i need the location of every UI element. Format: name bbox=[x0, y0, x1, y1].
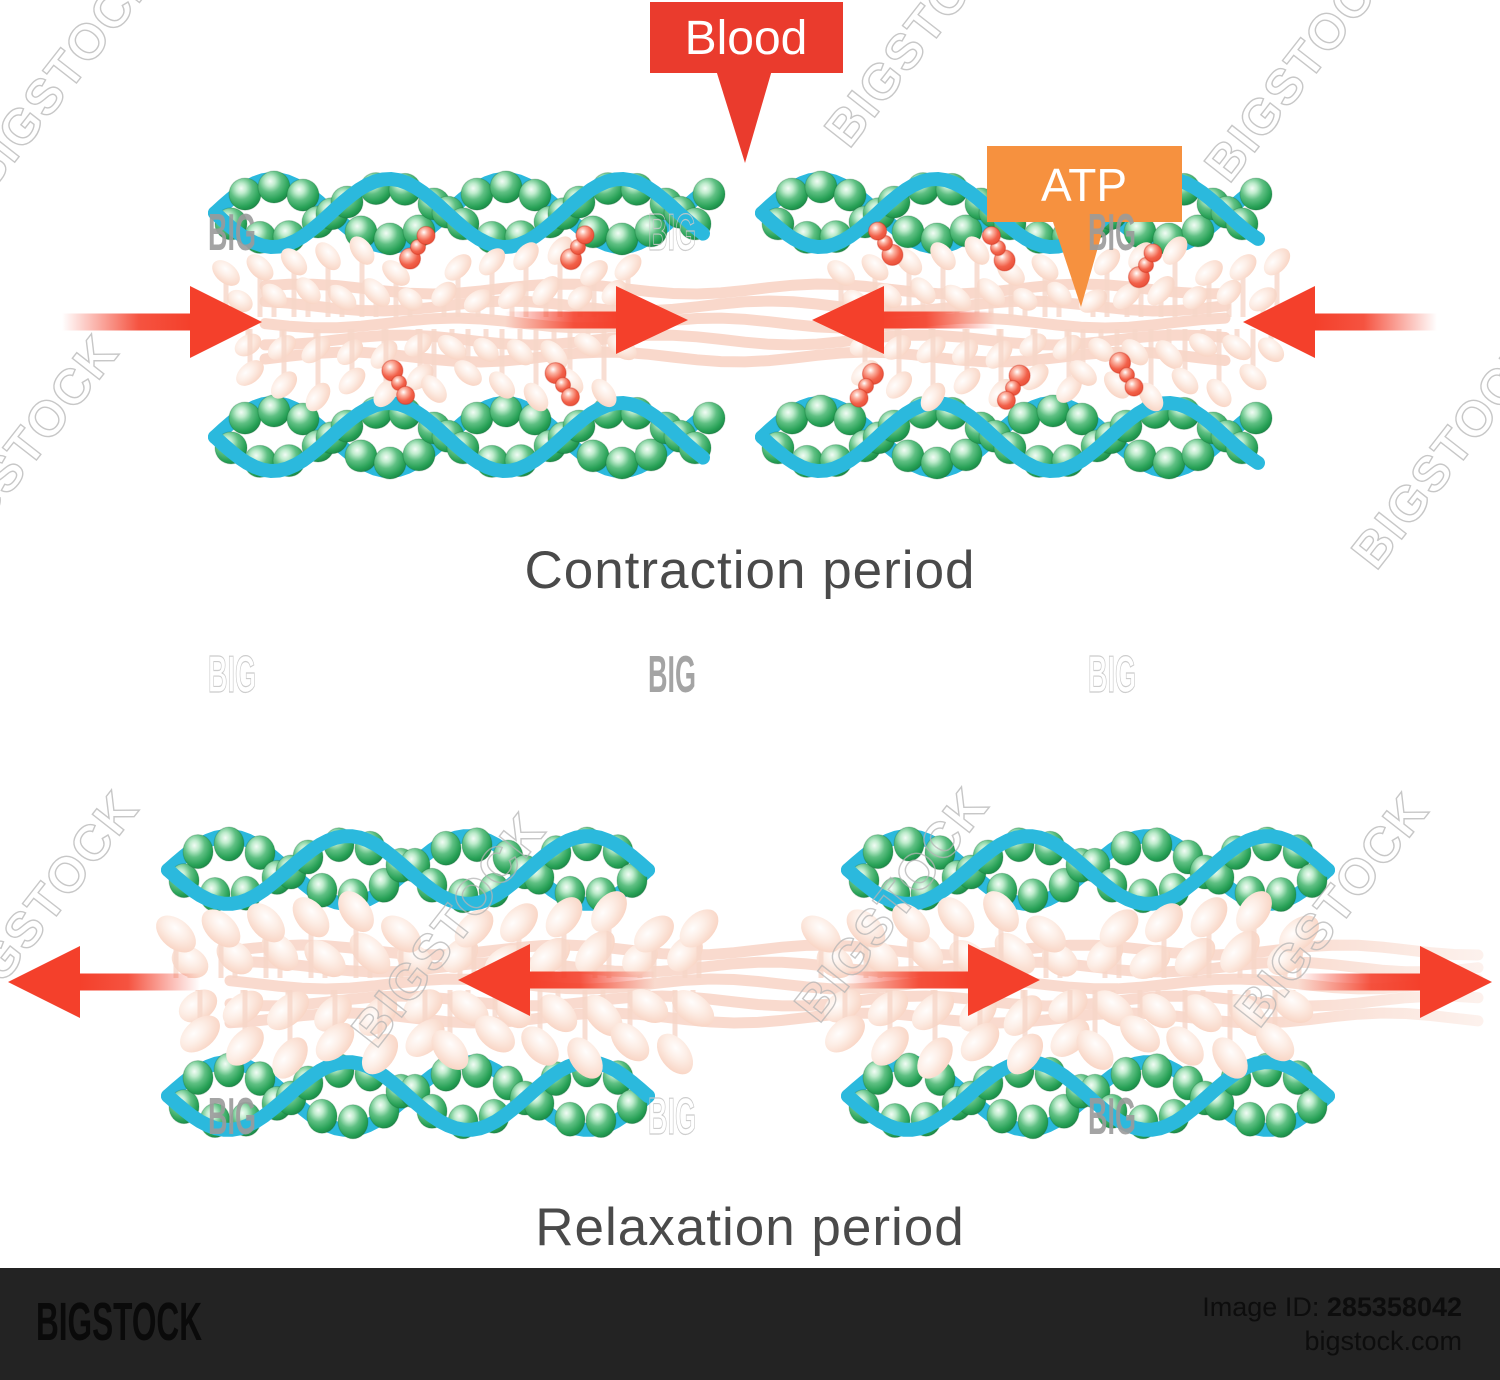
actin-filament bbox=[208, 394, 726, 480]
atp-callout-label: ATP bbox=[1041, 159, 1127, 211]
myosin-filament bbox=[156, 891, 719, 1079]
contraction-title: Contraction period bbox=[524, 541, 976, 600]
atp-callout-pointer bbox=[1052, 219, 1106, 307]
red-arrow bbox=[505, 286, 688, 354]
relaxation-title: Relaxation period bbox=[535, 1198, 965, 1257]
calcium-bead-chain bbox=[559, 225, 595, 271]
relaxation-diagram bbox=[8, 826, 1492, 1140]
calcium-bead-chain bbox=[849, 362, 885, 408]
myosin-filament bbox=[827, 236, 1291, 412]
red-arrow bbox=[62, 286, 262, 358]
actin-filament bbox=[841, 826, 1335, 914]
blood-callout: Blood bbox=[650, 2, 843, 163]
contraction-diagram bbox=[62, 170, 1437, 480]
website-label: bigstock.com bbox=[1304, 1326, 1462, 1356]
bigstock-logo: BIGSTOCK bbox=[36, 1292, 202, 1352]
image-id-label: Image ID: bbox=[1202, 1292, 1320, 1322]
red-arrow bbox=[458, 944, 655, 1016]
calcium-bead-chain bbox=[398, 225, 436, 270]
calcium-bead-chain bbox=[981, 226, 1016, 272]
red-arrow bbox=[1298, 946, 1492, 1018]
myosin-filament bbox=[801, 891, 1319, 1079]
image-id-value: 285358042 bbox=[1326, 1292, 1462, 1322]
blood-callout-box bbox=[650, 2, 843, 73]
red-arrow bbox=[845, 944, 1040, 1016]
atp-callout: ATP bbox=[987, 146, 1182, 307]
actin-filament bbox=[841, 1052, 1335, 1140]
calcium-bead-chain bbox=[381, 359, 416, 405]
red-arrow bbox=[1243, 286, 1437, 358]
actin-filament bbox=[161, 1052, 655, 1140]
bigstock-footer-bar: BIGSTOCK Image ID: 285358042 bigstock.co… bbox=[0, 1268, 1500, 1380]
red-arrow bbox=[812, 286, 995, 354]
calcium-bead-chain bbox=[544, 362, 581, 407]
atp-callout-box bbox=[987, 146, 1182, 222]
calcium-bead-chain bbox=[1108, 351, 1144, 397]
actin-filament bbox=[755, 394, 1273, 480]
blood-callout-label: Blood bbox=[685, 12, 808, 65]
actin-filament bbox=[208, 170, 726, 256]
bigstock-logo-text: BIGSTOCK bbox=[36, 1292, 202, 1352]
calcium-bead-chain bbox=[1127, 243, 1163, 289]
blood-callout-pointer bbox=[716, 70, 772, 163]
actin-filament bbox=[161, 826, 655, 914]
red-arrow bbox=[8, 946, 200, 1018]
calcium-bead-chain bbox=[867, 221, 904, 266]
calcium-bead-chain bbox=[996, 364, 1031, 410]
image-id-line: Image ID: 285358042 bbox=[1202, 1290, 1462, 1324]
footer-image-info: Image ID: 285358042 bigstock.com bbox=[1202, 1290, 1462, 1358]
myosin-filament bbox=[212, 236, 642, 412]
